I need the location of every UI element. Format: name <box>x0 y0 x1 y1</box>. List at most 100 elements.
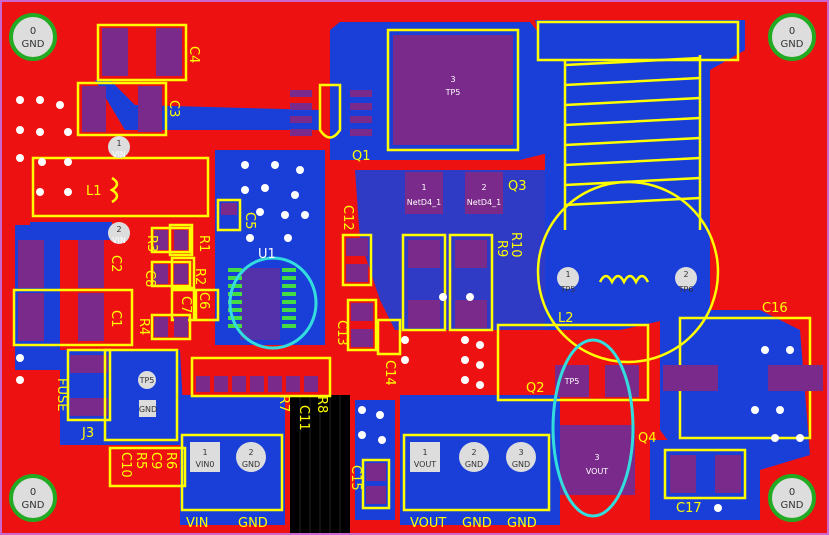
component-c9-r5-c10-r6[interactable]: R6 C9 R5 C10 <box>108 446 187 488</box>
svg-text:0: 0 <box>30 487 36 498</box>
component-c5[interactable]: C5 <box>216 198 257 232</box>
svg-text:L1: L1 <box>86 184 102 199</box>
svg-text:3: 3 <box>450 75 455 84</box>
svg-text:0: 0 <box>789 487 795 498</box>
svg-text:2: 2 <box>683 270 688 279</box>
component-q3[interactable]: 1 NetD4_1 2 NetD4_1 Q3 <box>405 172 527 214</box>
component-c3[interactable]: C3 <box>76 81 181 137</box>
component-q4[interactable]: 3 VOUT Q4 <box>551 338 657 518</box>
svg-text:C17: C17 <box>676 501 702 516</box>
svg-text:C11: C11 <box>296 405 311 431</box>
component-q1[interactable]: Q1 <box>290 83 372 164</box>
svg-text:2: 2 <box>481 183 486 192</box>
svg-text:TP6: TP6 <box>678 285 694 294</box>
svg-text:R6: R6 <box>163 452 178 469</box>
component-c15[interactable]: C15 <box>348 458 391 510</box>
svg-text:2: 2 <box>116 225 121 234</box>
svg-text:VIN: VIN <box>186 516 208 531</box>
svg-text:J3: J3 <box>81 426 94 441</box>
component-r3[interactable]: R3 <box>144 226 192 254</box>
svg-text:C14: C14 <box>382 360 397 386</box>
component-j3[interactable]: TP5 GND J3 <box>81 348 179 442</box>
connector-output[interactable]: 1 VOUT 2 GND 3 GND VOUT GND GND <box>402 433 551 531</box>
svg-text:C1: C1 <box>108 310 123 327</box>
svg-text:C15: C15 <box>348 465 363 491</box>
svg-text:1: 1 <box>202 448 207 457</box>
svg-text:TP5: TP5 <box>564 377 580 386</box>
svg-text:3: 3 <box>518 448 523 457</box>
svg-text:GND: GND <box>242 460 260 469</box>
svg-text:VIN: VIN <box>112 236 126 245</box>
svg-text:FUSE: FUSE <box>54 378 69 411</box>
component-l2[interactable]: 1 TP5 2 TP6 L2 <box>536 20 740 364</box>
svg-text:3: 3 <box>594 453 599 462</box>
component-r9-r10[interactable]: R9 R10 <box>401 232 523 332</box>
svg-text:R4: R4 <box>136 318 151 335</box>
svg-text:GND: GND <box>22 39 45 50</box>
svg-text:NetD4_1: NetD4_1 <box>407 198 441 207</box>
component-r1[interactable]: R1 <box>168 223 211 257</box>
component-c17[interactable]: C17 <box>663 448 747 516</box>
svg-text:VOUT: VOUT <box>414 460 436 469</box>
component-u1[interactable]: U1 <box>228 247 318 350</box>
component-fuse[interactable]: FUSE <box>54 348 112 422</box>
svg-text:TP5: TP5 <box>560 285 576 294</box>
svg-text:GND: GND <box>781 39 804 50</box>
component-c13[interactable]: C13 <box>334 298 378 352</box>
u1-highlight <box>228 256 318 350</box>
svg-text:C7: C7 <box>178 296 193 313</box>
svg-text:R7: R7 <box>276 395 291 412</box>
svg-text:GND: GND <box>507 516 537 531</box>
svg-text:L2: L2 <box>558 311 574 326</box>
component-c14[interactable]: C14 <box>376 318 402 386</box>
svg-text:C16: C16 <box>762 301 788 316</box>
svg-text:U1: U1 <box>258 247 276 262</box>
mount-hole-bottom-right[interactable]: 0 GND <box>768 474 816 522</box>
bottom-copper-layer <box>15 20 810 525</box>
svg-text:R8: R8 <box>314 396 329 413</box>
component-tp5-top[interactable]: 3 TP5 <box>386 28 520 152</box>
mount-hole-top-right[interactable]: 0 GND <box>768 13 816 61</box>
svg-text:C10: C10 <box>118 452 133 478</box>
component-c4[interactable]: C4 <box>96 23 201 82</box>
svg-text:C8: C8 <box>142 270 157 287</box>
component-c2[interactable]: C2 <box>18 240 123 288</box>
svg-text:Q1: Q1 <box>352 149 371 164</box>
component-r2[interactable]: R2 <box>170 256 207 290</box>
component-q2[interactable]: TP5 Q2 <box>496 323 650 402</box>
component-c6[interactable]: C6 <box>194 288 220 322</box>
svg-text:VIN: VIN <box>112 150 126 159</box>
svg-text:C2: C2 <box>108 255 123 272</box>
q4-highlight <box>551 338 635 518</box>
component-r4[interactable]: R4 <box>136 313 192 341</box>
component-c16[interactable]: C16 <box>663 301 823 440</box>
svg-text:VOUT: VOUT <box>586 467 608 476</box>
svg-text:0: 0 <box>789 26 795 37</box>
mount-hole-bottom-left[interactable]: 0 GND <box>9 474 57 522</box>
svg-text:C5: C5 <box>242 212 257 229</box>
svg-text:2: 2 <box>248 448 253 457</box>
svg-text:TP5: TP5 <box>445 88 461 97</box>
svg-text:1: 1 <box>565 270 570 279</box>
component-c8[interactable]: C8 <box>142 260 192 287</box>
svg-text:VIN0: VIN0 <box>196 460 215 469</box>
mount-hole-top-left[interactable]: 0 GND <box>9 13 57 61</box>
component-c12[interactable]: C12 <box>340 205 373 287</box>
svg-text:C9: C9 <box>148 452 163 469</box>
svg-text:GND: GND <box>22 500 45 511</box>
svg-text:R2: R2 <box>192 268 207 285</box>
svg-text:2: 2 <box>471 448 476 457</box>
svg-text:Q2: Q2 <box>526 381 545 396</box>
component-r-array[interactable]: R7 R8 C11 <box>190 356 332 431</box>
cutout-hatching <box>299 395 341 535</box>
component-l1[interactable]: 1 VIN 2 VIN L1 <box>31 136 210 245</box>
svg-text:GND: GND <box>139 405 157 414</box>
component-c1[interactable]: C1 <box>12 288 134 347</box>
gnd-vias <box>16 96 804 512</box>
svg-text:GND: GND <box>465 460 483 469</box>
svg-text:1: 1 <box>422 448 427 457</box>
connector-input[interactable]: 1 VIN0 2 GND VIN GND <box>180 433 284 531</box>
svg-text:Q4: Q4 <box>638 431 657 446</box>
